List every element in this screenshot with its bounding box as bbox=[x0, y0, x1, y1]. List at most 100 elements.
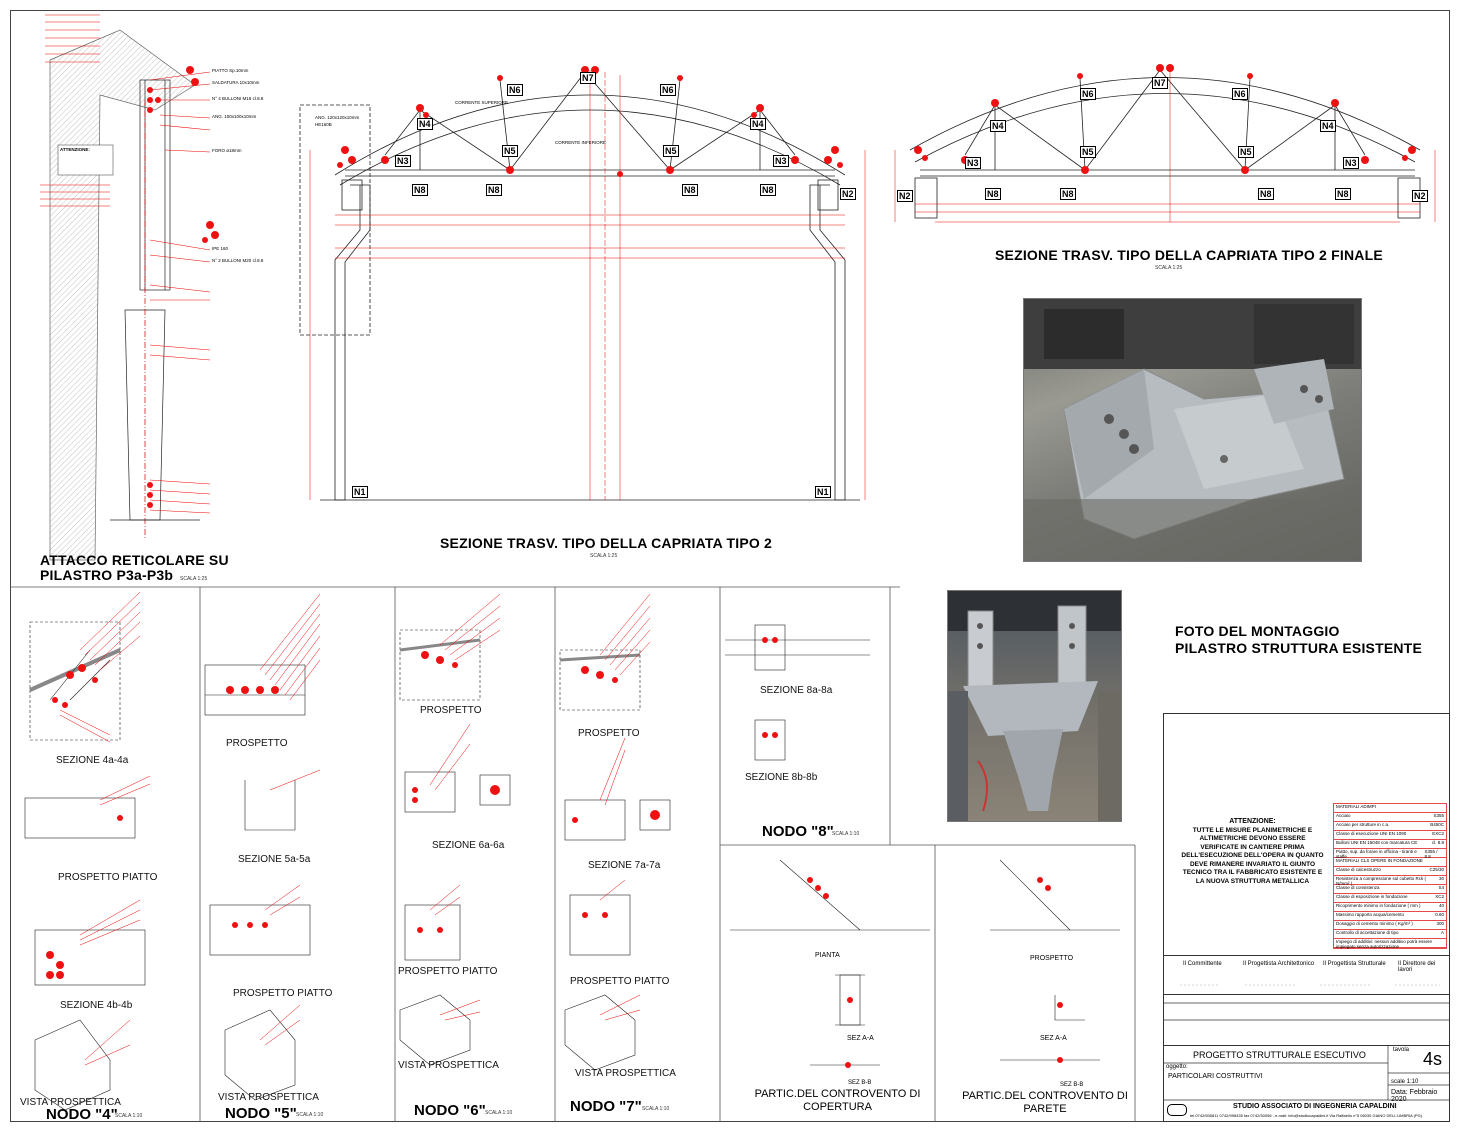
panel-dividers bbox=[10, 586, 1136, 1122]
label-sezione-5a: SEZIONE 5a-5a bbox=[238, 854, 311, 865]
nodo-8-details bbox=[725, 624, 870, 761]
label-sezione-4a: SEZIONE 4a-4a bbox=[56, 755, 129, 766]
annotation-corrente-sup: CORRENTE SUPERIORE bbox=[455, 100, 509, 105]
nodo-5-leaders bbox=[259, 593, 321, 1046]
title-sezione-tipo2-finale: SEZIONE TRASV. TIPO DELLA CAPRIATA TIPO … bbox=[995, 247, 1383, 263]
materials-row-label: Bulloni UNI EN 15048 con marcatura CE bbox=[1336, 840, 1418, 845]
title-foto-montaggio-2: PILASTRO STRUTTURA ESISTENTE bbox=[1175, 640, 1422, 656]
node-tag-n1-right: N1 bbox=[815, 486, 831, 498]
materials-row: Piatto, sup. da forare in officina - tir… bbox=[1334, 849, 1446, 859]
attention-header: ATTENZIONE: bbox=[1229, 818, 1276, 825]
label-prospetto-piatto-5: PROSPETTO PIATTO bbox=[233, 988, 333, 999]
tavola-label: tavola bbox=[1393, 1047, 1410, 1053]
annotation-corrente-inf: CORRENTE INFERIORE bbox=[555, 140, 607, 145]
materials-row-label: Classe di esposizione in fondazione bbox=[1336, 894, 1408, 899]
tavola-value: 4s bbox=[1423, 1049, 1443, 1069]
label-prospetto-6: PROSPETTO bbox=[420, 705, 482, 716]
label-pianta: PIANTA bbox=[815, 952, 840, 959]
annotation-ipe160: IPE 160 bbox=[212, 246, 229, 251]
data-value: Data: Febbraio 2020 bbox=[1391, 1089, 1438, 1103]
nodo-6-bolts bbox=[412, 651, 500, 933]
materials-row-value: XC2 bbox=[1435, 894, 1444, 899]
controvento-parete bbox=[990, 859, 1120, 1061]
truss-main-dims bbox=[309, 70, 866, 500]
node-tag-finale-n3-left: N3 bbox=[965, 157, 981, 169]
node-tag-finale-n5-left: N5 bbox=[1080, 146, 1096, 158]
materials-row-label: MATERIALI CLS OPERE IN FONDAZIONE bbox=[1336, 858, 1423, 863]
annotation-foro: FORO ø18mm bbox=[212, 148, 242, 153]
node-tag-n6-right: N6 bbox=[660, 84, 676, 96]
materials-row-label: Controllo di accettazione di tipo bbox=[1336, 930, 1399, 935]
node-tag-finale-n4-left: N4 bbox=[990, 120, 1006, 132]
truss-main-bolts bbox=[337, 66, 843, 177]
materials-row-value: 300 bbox=[1436, 921, 1444, 926]
signature-progettista-strut: Il Progettista Strutturale bbox=[1323, 961, 1386, 967]
studio-address: tel.0742/505811 0742/998435 fax 0742/300… bbox=[1190, 1113, 1423, 1118]
node-tag-n5-right: N5 bbox=[663, 145, 679, 157]
materials-row-value: S355 / 8.8 bbox=[1424, 849, 1438, 859]
truss-finale bbox=[909, 69, 1421, 219]
signature-row: Il Committente Il Progettista Architetto… bbox=[1163, 955, 1450, 995]
scale-nodo-8: SCALA 1:10 bbox=[832, 831, 860, 837]
title-foto-montaggio-1: FOTO DEL MONTAGGIO bbox=[1175, 623, 1340, 639]
attention-box: ATTENZIONE: TUTTE LE MISURE PLANIMETRICH… bbox=[1180, 818, 1325, 886]
materials-row-label: Dosaggio di cemento minimo ( Kg/m³ ) bbox=[1336, 921, 1413, 926]
node-tag-n8-b: N8 bbox=[486, 184, 502, 196]
scale-nodo-4: SCALA 1:10 bbox=[115, 1113, 143, 1119]
label-vista-prospettica-4: VISTA PROSPETTICA bbox=[20, 1097, 121, 1108]
scale-nodo-6: SCALA 1:10 bbox=[485, 1110, 513, 1116]
materials-row: Acciaio per strutture in c.a.B450C bbox=[1334, 822, 1446, 831]
photo-montaggio-pilastro bbox=[947, 590, 1122, 822]
materials-row-value: 40 bbox=[1438, 903, 1444, 908]
nodo-7-leaders bbox=[599, 593, 651, 1021]
materials-row-label: Resistenza a compressione sul cubetto Rc… bbox=[1336, 876, 1427, 886]
annotation-bulloni-m16: N° 4 BULLONI M16 cl.8.8 bbox=[212, 96, 264, 101]
label-sezione-4b: SEZIONE 4b-4b bbox=[60, 1000, 133, 1011]
label-sez-aa-par: SEZ A-A bbox=[1040, 1035, 1067, 1042]
nodo-5-bolts bbox=[226, 686, 279, 928]
label-nodo-7: NODO "7" bbox=[570, 1098, 642, 1115]
attacco-elevation bbox=[49, 29, 200, 561]
materials-row: Controllo di accettazione di tipo A bbox=[1334, 930, 1446, 939]
materials-row: Ricoprimento minimo in fondazione ( mm )… bbox=[1334, 903, 1446, 912]
node-tag-finale-n7: N7 bbox=[1152, 77, 1168, 89]
controvento-copertura-bolts bbox=[807, 877, 853, 1068]
label-partic-copertura: PARTIC.DEL CONTROVENTO DI COPERTURA bbox=[754, 1088, 921, 1113]
oggetto-value: PARTICOLARI COSTRUTTIVI bbox=[1168, 1073, 1263, 1080]
materials-row-value: 0.60 bbox=[1435, 912, 1444, 917]
annotation-ang-120: ANG. 120x120x10mm bbox=[315, 115, 360, 120]
annotation-piatto: PIATTO Sp.10mm bbox=[212, 68, 249, 73]
attention-body: TUTTE LE MISURE PLANIMETRICHE E ALTIMETR… bbox=[1181, 826, 1324, 885]
nodo-4-bolts bbox=[46, 664, 123, 979]
node-tag-n6-left: N6 bbox=[507, 84, 523, 96]
label-prospetto-piatto-6: PROSPETTO PIATTO bbox=[398, 966, 498, 977]
scala-value: scale 1:10 bbox=[1391, 1079, 1419, 1085]
node-tag-n4-right: N4 bbox=[750, 118, 766, 130]
label-nodo-8: NODO "8" bbox=[762, 823, 834, 840]
label-vista-prospettica-6: VISTA PROSPETTICA bbox=[398, 1060, 499, 1071]
label-sezione-7a: SEZIONE 7a-7a bbox=[588, 860, 661, 871]
signature-committente: Il Committente bbox=[1183, 961, 1222, 967]
controvento-copertura bbox=[730, 859, 930, 1066]
node-tag-n8-a: N8 bbox=[412, 184, 428, 196]
materials-row-value: A bbox=[1440, 930, 1444, 935]
nodo-7-details bbox=[559, 649, 671, 1071]
project-row: PROGETTO STRUTTURALE ESECUTIVO tavola 4s… bbox=[1163, 1045, 1450, 1122]
label-sezione-8b: SEZIONE 8b-8b bbox=[745, 772, 818, 783]
materials-row-label: Ricoprimento minimo in fondazione ( mm ) bbox=[1336, 903, 1421, 908]
node-tag-finale-n6-left: N6 bbox=[1080, 88, 1096, 100]
materials-row-value: S4 bbox=[1438, 885, 1444, 890]
attacco-leaders bbox=[40, 14, 211, 514]
label-sez-aa-cop: SEZ A-A bbox=[847, 1035, 874, 1042]
label-nodo-6: NODO "6" bbox=[414, 1102, 486, 1119]
materials-row-label: Impiego di additivi: nessun additivo pot… bbox=[1336, 939, 1433, 949]
drawing-sheet-border bbox=[10, 10, 1450, 1122]
node-tag-finale-n8-a: N8 bbox=[985, 188, 1001, 200]
scale-sezione-tipo2-finale: SCALA 1:25 bbox=[1155, 265, 1183, 271]
